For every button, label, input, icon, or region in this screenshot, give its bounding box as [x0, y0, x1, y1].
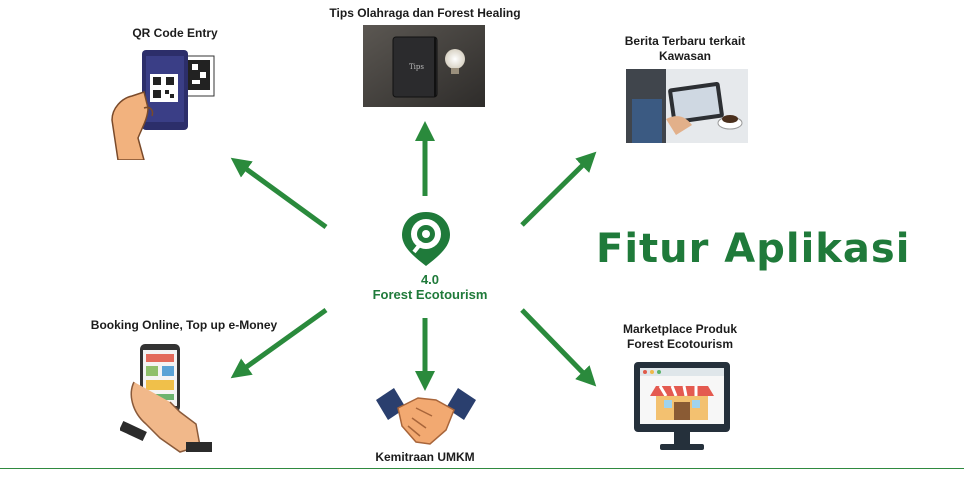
hub-name: Forest Ecotourism	[372, 287, 488, 302]
feature-kemitraan-label: Kemitraan UMKM	[375, 450, 475, 464]
feature-market-line1: Marketplace Produk	[622, 322, 738, 336]
feature-tips-label: Tips Olahraga dan Forest Healing	[329, 6, 521, 20]
feature-market-label: Marketplace Produk Forest Ecotourism	[600, 322, 760, 352]
notebook-text: Tips	[409, 63, 424, 71]
feature-news-line1: Berita Terbaru terkait	[624, 34, 746, 48]
booking-phone-hand-icon	[120, 344, 212, 453]
arrow-to-news	[520, 151, 597, 227]
feature-qr-label: QR Code Entry	[132, 26, 218, 40]
feature-market-line2: Forest Ecotourism	[626, 337, 734, 351]
marketplace-store-monitor-icon	[634, 362, 730, 450]
arrow-to-qr	[230, 157, 328, 230]
page-title: Fitur Aplikasi	[596, 226, 911, 272]
qr-phone-illustration-icon	[111, 50, 215, 160]
tips-notebook-illustration-icon: Tips	[363, 25, 485, 107]
news-tablet-photo-icon	[626, 69, 748, 143]
feature-booking-label: Booking Online, Top up e-Money	[90, 318, 278, 332]
location-pin-logo-icon	[402, 212, 450, 266]
arrow-to-booking	[230, 307, 328, 379]
hub-version: 4.0	[420, 272, 440, 287]
feature-news-line2: Kawasan	[658, 49, 712, 63]
hub-label: 4.0 Forest Ecotourism	[330, 272, 530, 302]
bottom-divider	[0, 468, 964, 469]
handshake-icon	[376, 388, 476, 445]
feature-news-label: Berita Terbaru terkait Kawasan	[610, 34, 760, 64]
arrow-to-market	[520, 308, 597, 387]
